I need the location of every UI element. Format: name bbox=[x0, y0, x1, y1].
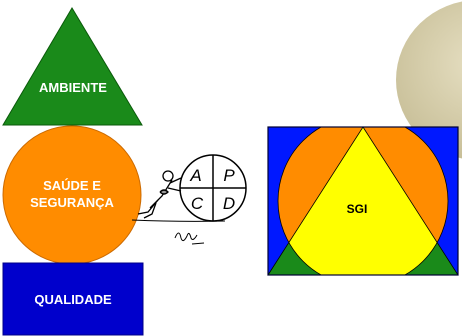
pdca-letter-a: A bbox=[189, 166, 201, 185]
corner-ellipse-decoration bbox=[396, 1, 462, 159]
qualidade-label: QUALIDADE bbox=[34, 292, 112, 307]
pdca-letter-p: P bbox=[223, 166, 235, 185]
ambiente-triangle: AMBIENTE bbox=[2, 7, 143, 126]
saude-label-line1: SAÚDE E bbox=[43, 178, 101, 193]
qualidade-square: QUALIDADE bbox=[2, 262, 144, 336]
sgi-figure: SGI bbox=[267, 126, 459, 276]
pdca-illustration: A P C D bbox=[131, 154, 247, 245]
sgi-label: SGI bbox=[347, 202, 368, 216]
pushing-figure-icon bbox=[131, 170, 226, 222]
pdca-letter-d: D bbox=[223, 194, 235, 213]
artist-signature bbox=[174, 232, 205, 245]
saude-label-line2: SEGURANÇA bbox=[30, 195, 114, 210]
ambiente-label: AMBIENTE bbox=[39, 80, 107, 95]
pdca-letter-c: C bbox=[191, 194, 204, 213]
saude-seguranca-circle: SAÚDE E SEGURANÇA bbox=[2, 125, 142, 265]
